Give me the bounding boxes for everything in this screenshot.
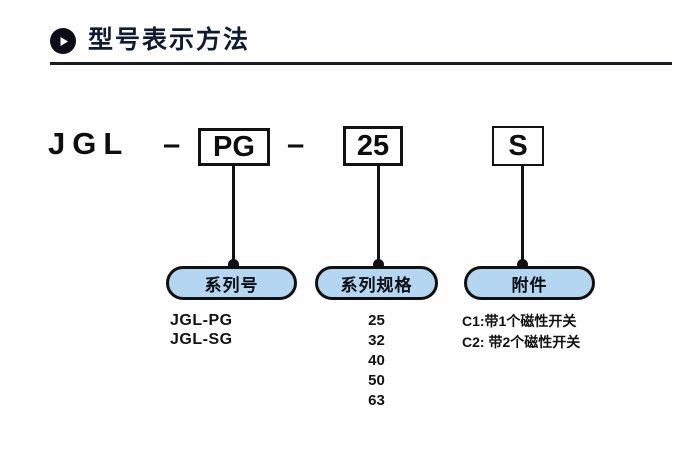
list-item: C1:带1个磁性开关 (462, 313, 577, 329)
category-label-series: 系列号 (166, 266, 297, 300)
category-label-spec: 系列规格 (315, 266, 438, 300)
play-triangle-icon (50, 28, 76, 54)
page-header: 型号表示方法 (0, 0, 700, 70)
leader-dot-series (228, 259, 239, 270)
size-code-box: 25 (343, 126, 403, 166)
option-list-series: JGL-PG JGL-SG (170, 311, 233, 349)
list-item: 25 (368, 312, 385, 329)
model-prefix-text: JGL (48, 126, 130, 161)
leader-line-accessory (521, 166, 524, 265)
category-label-accessory: 附件 (464, 266, 595, 300)
page-title: 型号表示方法 (88, 26, 251, 54)
list-item: JGL-SG (170, 331, 233, 348)
list-item: C2: 带2个磁性开关 (462, 334, 581, 350)
model-code-row: JGL – – (0, 120, 700, 176)
series-code-box: PG (198, 128, 270, 166)
list-item: 40 (368, 352, 385, 369)
list-item: JGL-PG (170, 312, 233, 329)
list-item: 63 (368, 392, 385, 409)
leader-line-spec (377, 166, 380, 265)
model-dash-1: – (163, 126, 181, 161)
leader-dot-spec (373, 259, 384, 270)
list-item: 32 (368, 332, 385, 349)
accessory-code-box: S (492, 126, 544, 166)
option-list-accessory: C1:带1个磁性开关 C2: 带2个磁性开关 (462, 311, 580, 353)
leader-line-series (232, 166, 235, 265)
model-dash-2: – (287, 126, 305, 161)
option-list-spec: 25 32 40 50 63 (315, 311, 438, 411)
list-item: 50 (368, 372, 385, 389)
leader-dot-accessory (517, 259, 528, 270)
header-divider (50, 62, 672, 65)
